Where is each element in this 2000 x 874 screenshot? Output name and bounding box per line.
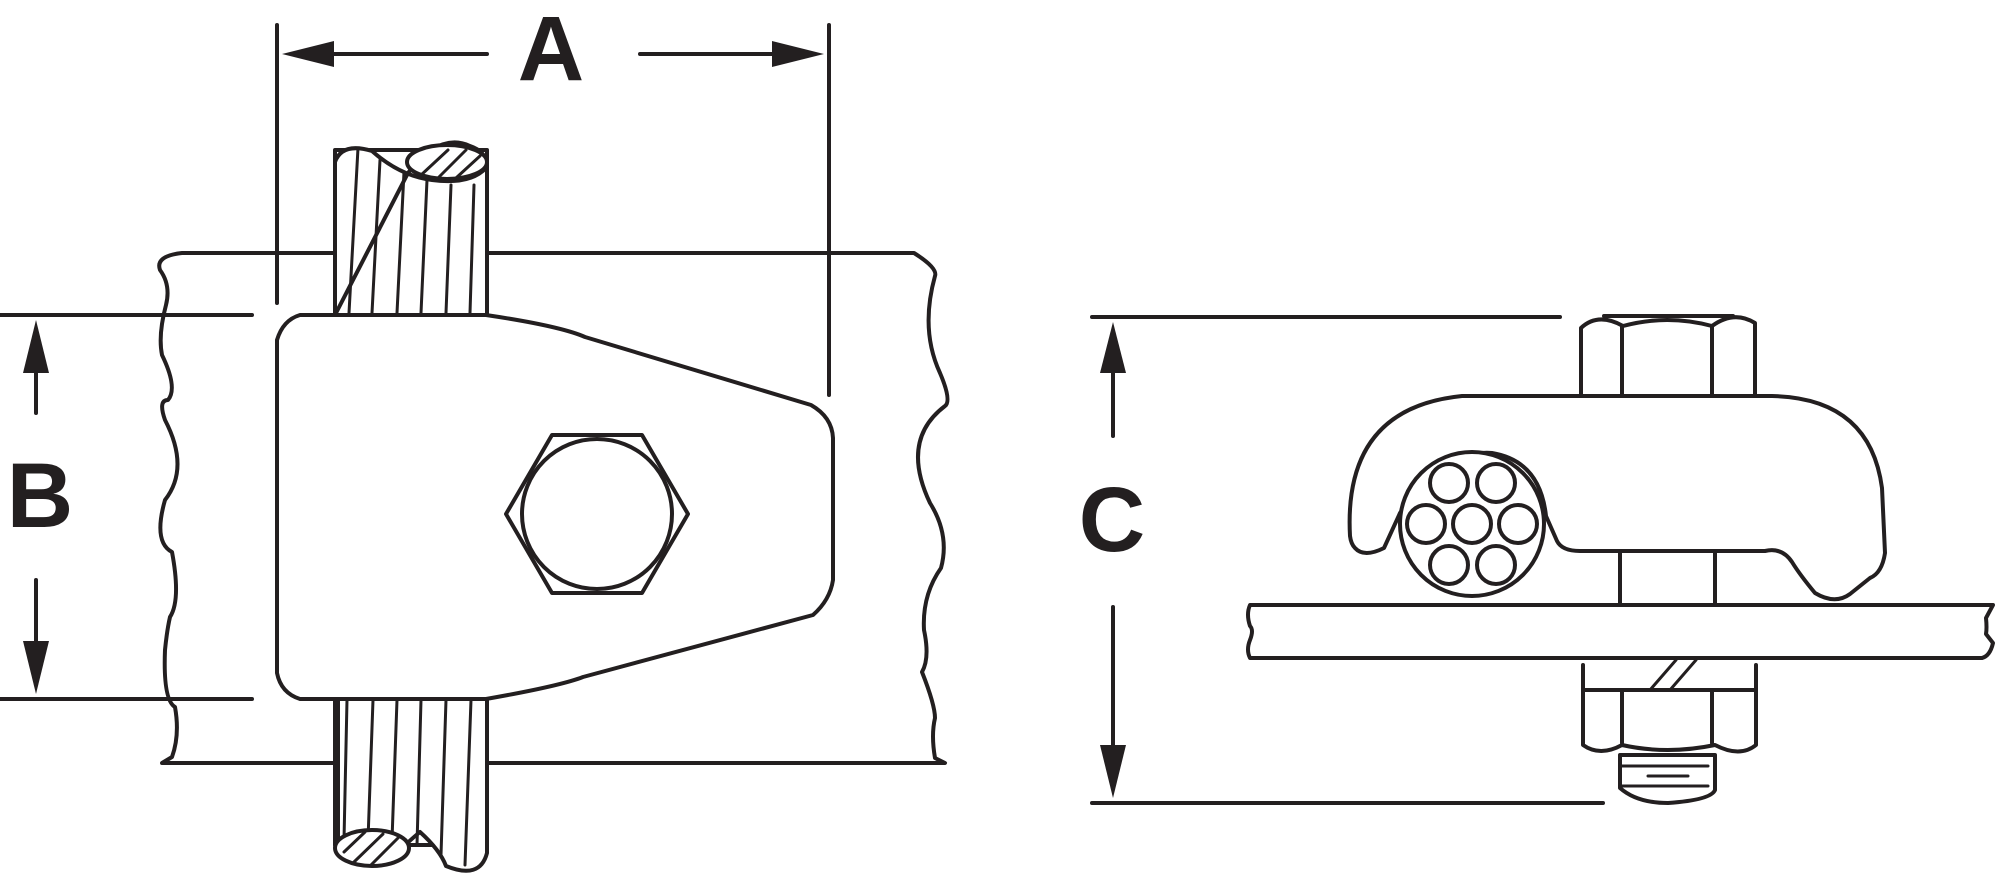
hex-nut-top-view (504, 433, 690, 595)
dimension-c: C (1079, 315, 1605, 805)
bolt-shank-side-view (1618, 550, 1717, 607)
dimension-a: A (275, 0, 831, 397)
plate-top-view (157, 251, 950, 765)
clamp-body-side-view (1347, 394, 1887, 602)
conductor-top (333, 140, 489, 317)
dimension-label-c: C (1079, 469, 1145, 571)
dimension-label-a: A (518, 0, 584, 100)
nut-side-view (1581, 658, 1758, 805)
plate-side-view (1246, 603, 1995, 660)
bolt-head-side-view (1579, 314, 1757, 400)
stranded-conductor-side-view (1398, 450, 1546, 598)
dimension-label-b: B (7, 445, 73, 547)
dimension-b: B (0, 313, 254, 701)
conductor-bottom (333, 693, 489, 873)
